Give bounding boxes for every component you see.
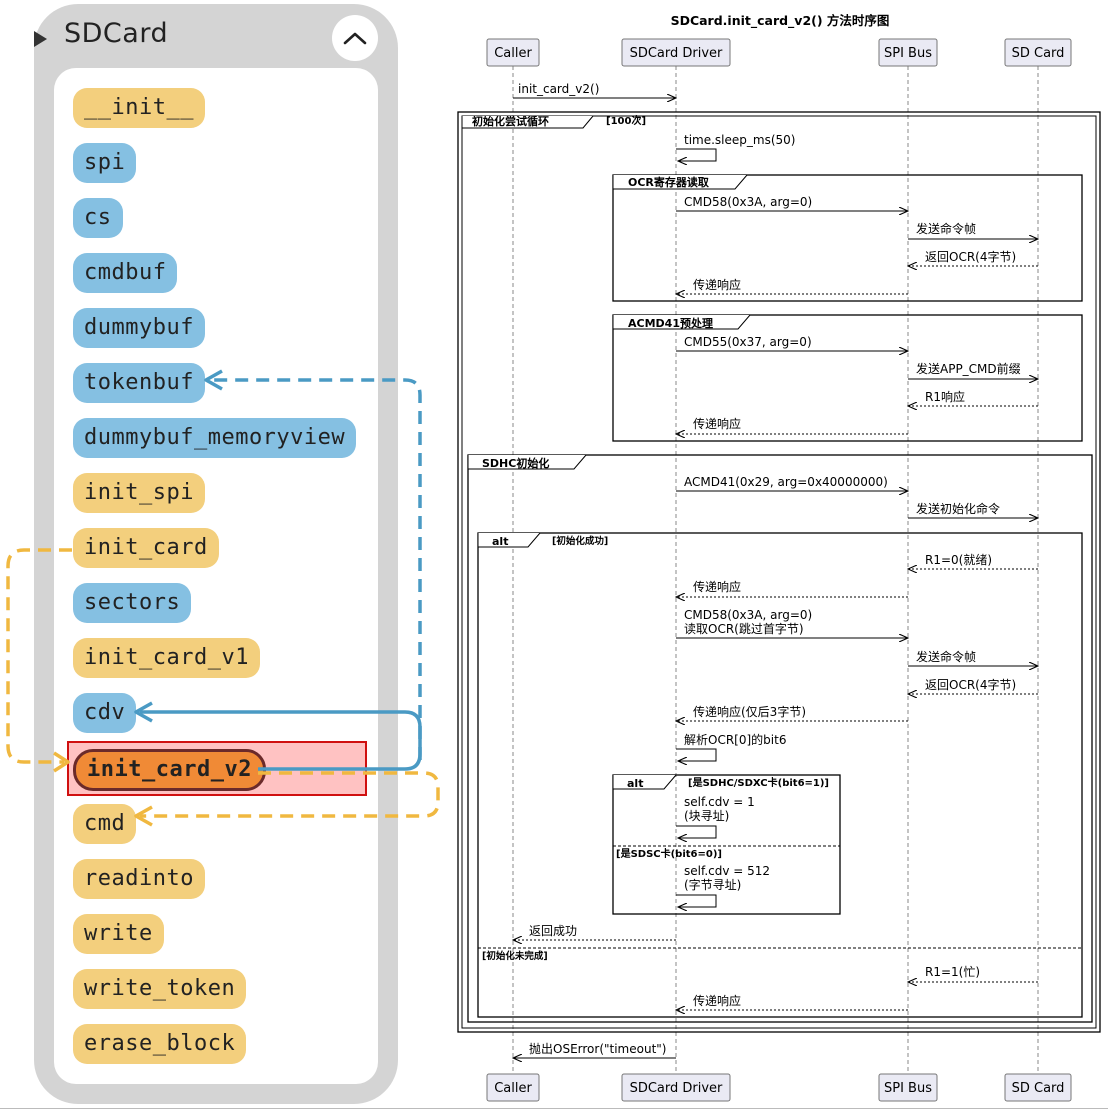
group-sdhc-label: SDHC初始化 (482, 456, 549, 470)
msg-r1: R1响应 (925, 389, 965, 404)
msg-block-addr: (块寻址) (684, 809, 729, 823)
alt-cdv-frame (612, 774, 841, 915)
participant-driver-top: SDCard Driver (621, 38, 731, 67)
loop-frame-inner (461, 115, 1097, 1029)
participant-spi-label-bottom: SPI Bus (884, 1081, 932, 1096)
member-erase-block[interactable]: erase_block (73, 1024, 247, 1064)
group-acmd41-label: ACMD41预处理 (628, 316, 713, 330)
participant-caller-top: Caller (486, 38, 540, 67)
msg-cmd58-second: CMD58(0x3A, arg=0) (684, 608, 812, 622)
arrow-to-cdv (140, 710, 422, 771)
group-acmd41 (612, 314, 1083, 442)
group-ocr (612, 174, 1083, 302)
msg-pass-response-1: 传递响应 (693, 277, 741, 292)
member-tokenbuf[interactable]: tokenbuf (73, 363, 205, 403)
alt-cdv-else: [是SDSC卡(bit6=0)] (616, 847, 722, 860)
participant-spi-top: SPI Bus (878, 38, 938, 67)
alt-init-else: [初始化未完成] (482, 950, 548, 962)
bottom-divider (0, 1108, 1108, 1109)
alt-init-label: alt (492, 535, 508, 548)
participant-sdcard-top: SD Card (1004, 38, 1072, 67)
alt-init-frame (477, 532, 1083, 1018)
expand-triangle-icon[interactable] (34, 31, 47, 47)
member-init[interactable]: __init__ (73, 88, 205, 128)
member-spi[interactable]: spi (73, 143, 137, 183)
loop-condition: [100次] (606, 114, 646, 127)
member-readinto[interactable]: readinto (73, 859, 205, 899)
diagram-title: SDCard.init_card_v2() 方法时序图 (671, 13, 890, 29)
alt-cdv-condition: [是SDHC/SDXC卡(bit6=1)] (688, 776, 829, 789)
msg-cmd55: CMD55(0x37, arg=0) (684, 335, 812, 349)
msg-parse-bit6: 解析OCR[0]的bit6 (684, 732, 786, 747)
msg-pass-response-3bytes: 传递响应(仅后3字节) (693, 704, 806, 719)
participant-sdcard-label: SD Card (1012, 46, 1065, 61)
msg-cmd58: CMD58(0x3A, arg=0) (684, 195, 812, 209)
participant-driver-label: SDCard Driver (630, 46, 723, 61)
member-cdv[interactable]: cdv (73, 693, 137, 733)
msg-r1-ready: R1=0(就绪) (925, 553, 992, 567)
participant-sdcard-label-bottom: SD Card (1012, 1081, 1065, 1096)
member-dummybuf[interactable]: dummybuf (73, 308, 205, 348)
participant-spi-bottom: SPI Bus (878, 1073, 938, 1102)
msg-send-frame-2: 发送命令帧 (916, 649, 976, 664)
participant-sdcard-bottom: SD Card (1004, 1073, 1072, 1102)
member-init-card-v2[interactable]: init_card_v2 (73, 749, 266, 791)
arrow-to-cmd (140, 771, 440, 818)
participant-driver-label-bottom: SDCard Driver (630, 1081, 723, 1096)
arrow-to-tokenbuf (210, 378, 422, 760)
loop-frame-outer (457, 111, 1101, 1033)
msg-sleep: time.sleep_ms(50) (684, 133, 795, 147)
member-dummybuf-memoryview[interactable]: dummybuf_memoryview (73, 418, 357, 458)
class-title: SDCard (64, 18, 169, 49)
msg-acmd41: ACMD41(0x29, arg=0x40000000) (684, 475, 888, 489)
member-cmd[interactable]: cmd (73, 804, 137, 844)
collapse-button[interactable] (332, 15, 378, 61)
group-sdhc (467, 454, 1093, 1023)
loop-label: 初始化尝试循环 (472, 114, 549, 128)
msg-read-ocr: 读取OCR(跳过首字节) (684, 621, 804, 636)
participant-caller-label-bottom: Caller (494, 1081, 532, 1096)
msg-send-frame: 发送命令帧 (916, 221, 976, 236)
msg-cdv-1: self.cdv = 1 (684, 795, 755, 809)
member-write-token[interactable]: write_token (73, 969, 247, 1009)
msg-throw-timeout: 抛出OSError("timeout") (529, 1041, 666, 1056)
participant-caller-label: Caller (494, 46, 532, 61)
group-ocr-label: OCR寄存器读取 (628, 175, 709, 189)
msg-byte-addr: (字节寻址) (684, 877, 741, 892)
arrow-from-init-card (6, 548, 72, 764)
msg-init-card-v2: init_card_v2() (518, 82, 599, 96)
msg-send-init: 发送初始化命令 (916, 501, 1000, 516)
member-cs[interactable]: cs (73, 198, 123, 238)
member-cmdbuf[interactable]: cmdbuf (73, 253, 178, 293)
participant-driver-bottom: SDCard Driver (621, 1073, 731, 1102)
msg-pass-response-2: 传递响应 (693, 416, 741, 431)
msg-return-ocr: 返回OCR(4字节) (925, 249, 1016, 264)
member-init-card[interactable]: init_card (73, 528, 219, 568)
msg-pass-response-3: 传递响应 (693, 579, 741, 594)
msg-cdv-512: self.cdv = 512 (684, 864, 770, 878)
chevron-up-icon (343, 32, 367, 45)
participant-caller-bottom: Caller (486, 1073, 540, 1102)
msg-app-cmd: 发送APP_CMD前缀 (916, 361, 1021, 376)
member-write[interactable]: write (73, 914, 164, 954)
member-init-card-v1[interactable]: init_card_v1 (73, 638, 260, 678)
member-init-spi[interactable]: init_spi (73, 473, 205, 513)
msg-pass-response-4: 传递响应 (693, 993, 741, 1008)
msg-return-success: 返回成功 (529, 924, 577, 938)
alt-cdv-label: alt (627, 777, 643, 790)
participant-spi-label: SPI Bus (884, 46, 932, 61)
msg-r1-busy: R1=1(忙) (925, 965, 980, 979)
alt-init-condition: [初始化成功] (552, 535, 608, 547)
msg-return-ocr-2: 返回OCR(4字节) (925, 677, 1016, 692)
member-sectors[interactable]: sectors (73, 583, 192, 623)
